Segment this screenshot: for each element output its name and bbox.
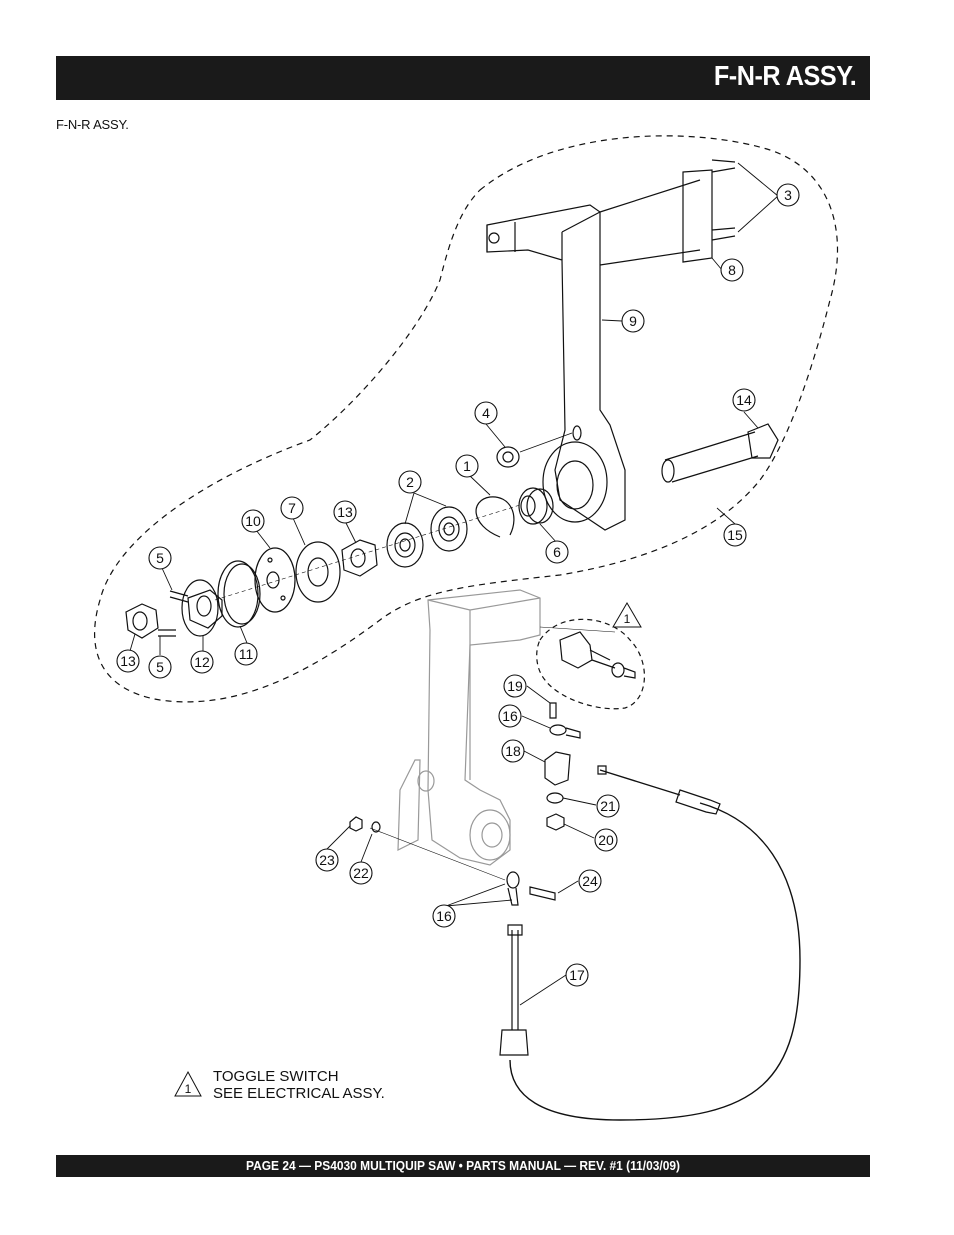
lower-lever-ghost: [397, 589, 541, 866]
callout-8: 8: [728, 262, 736, 278]
callout-11: 11: [239, 646, 254, 662]
callout-10: 10: [245, 513, 261, 529]
callout-12: 12: [194, 654, 210, 670]
callout-7: 7: [288, 500, 296, 516]
nut-13-lower: [125, 603, 159, 639]
callout-14: 14: [736, 392, 752, 408]
rod-end-16-upper: [549, 724, 567, 736]
bolt-5a: [169, 590, 189, 603]
block-18: [544, 751, 571, 786]
warning-triangle-icon: 1: [174, 1070, 202, 1097]
washer-22: [371, 821, 381, 833]
note-line-2: SEE ELECTRICAL ASSY.: [213, 1085, 385, 1102]
cable-17: [509, 769, 801, 1121]
leader-lines: [129, 162, 779, 1006]
header-bar: F-N-R ASSY.: [56, 56, 870, 100]
washer-7: [295, 541, 341, 603]
flange-12: [181, 579, 219, 637]
snap-ring-1: [475, 496, 515, 538]
washer-4: [496, 446, 520, 468]
svg-text:1: 1: [185, 1082, 192, 1096]
callout-13-lower: 13: [120, 653, 136, 669]
callout-2: 2: [406, 474, 414, 490]
nut-13-upper: [341, 539, 378, 577]
callout-labels: 3 8 9 14 4 2 1 6 15 13 7 10 5 5 13 12 11…: [120, 187, 792, 983]
bolt-5b: [158, 629, 176, 637]
page-title: F-N-R ASSY.: [713, 60, 856, 91]
note-marker-label: 1: [624, 612, 631, 626]
ring-11: [217, 560, 259, 628]
callout-13-upper: 13: [337, 504, 353, 520]
callout-16-upper: 16: [502, 708, 518, 724]
shaft-14: [664, 431, 759, 483]
callout-5-lower: 5: [156, 659, 164, 675]
callout-15: 15: [727, 527, 743, 543]
bushing-6: [518, 487, 548, 525]
note-line-1: TOGGLE SWITCH: [213, 1068, 339, 1085]
toggle-switch-note: 1 TOGGLE SWITCH SEE ELECTRICAL ASSY.: [173, 1068, 385, 1102]
toggle-switch-boundary: [536, 618, 645, 710]
callout-6: 6: [553, 544, 561, 560]
bearing-2a: [430, 506, 468, 552]
nut-23: [349, 816, 363, 832]
callout-22: 22: [353, 865, 369, 881]
callout-5-upper: 5: [156, 550, 164, 566]
lever-arm-9: [486, 204, 626, 531]
callout-21: 21: [600, 798, 616, 814]
screw-19: [549, 702, 557, 719]
callout-23: 23: [319, 852, 335, 868]
callout-24: 24: [582, 873, 598, 889]
callout-20: 20: [598, 832, 614, 848]
callout-16-lower: 16: [436, 908, 452, 924]
nut-20: [546, 813, 565, 831]
callout-1: 1: [463, 458, 471, 474]
callout-19: 19: [507, 678, 523, 694]
callout-circles: [116, 183, 800, 987]
callout-17: 17: [569, 967, 585, 983]
callout-4: 4: [482, 405, 490, 421]
callout-3: 3: [784, 187, 792, 203]
footer-bar: PAGE 24 — PS4030 MULTIQUIP SAW • PARTS M…: [56, 1155, 870, 1177]
callout-9: 9: [629, 313, 637, 329]
plate-10: [254, 547, 296, 613]
bolt-24: [529, 886, 556, 901]
callout-18: 18: [505, 743, 521, 759]
footer-text: PAGE 24 — PS4030 MULTIQUIP SAW • PARTS M…: [245, 1158, 680, 1173]
toggle-switch: [559, 631, 593, 669]
section-subtitle: F-N-R ASSY.: [56, 117, 129, 132]
note-triangle-marker: [612, 602, 642, 628]
washer-21: [546, 792, 564, 804]
assembly-boundary-15: [93, 135, 839, 703]
rod-end-16-lower: [506, 871, 520, 889]
